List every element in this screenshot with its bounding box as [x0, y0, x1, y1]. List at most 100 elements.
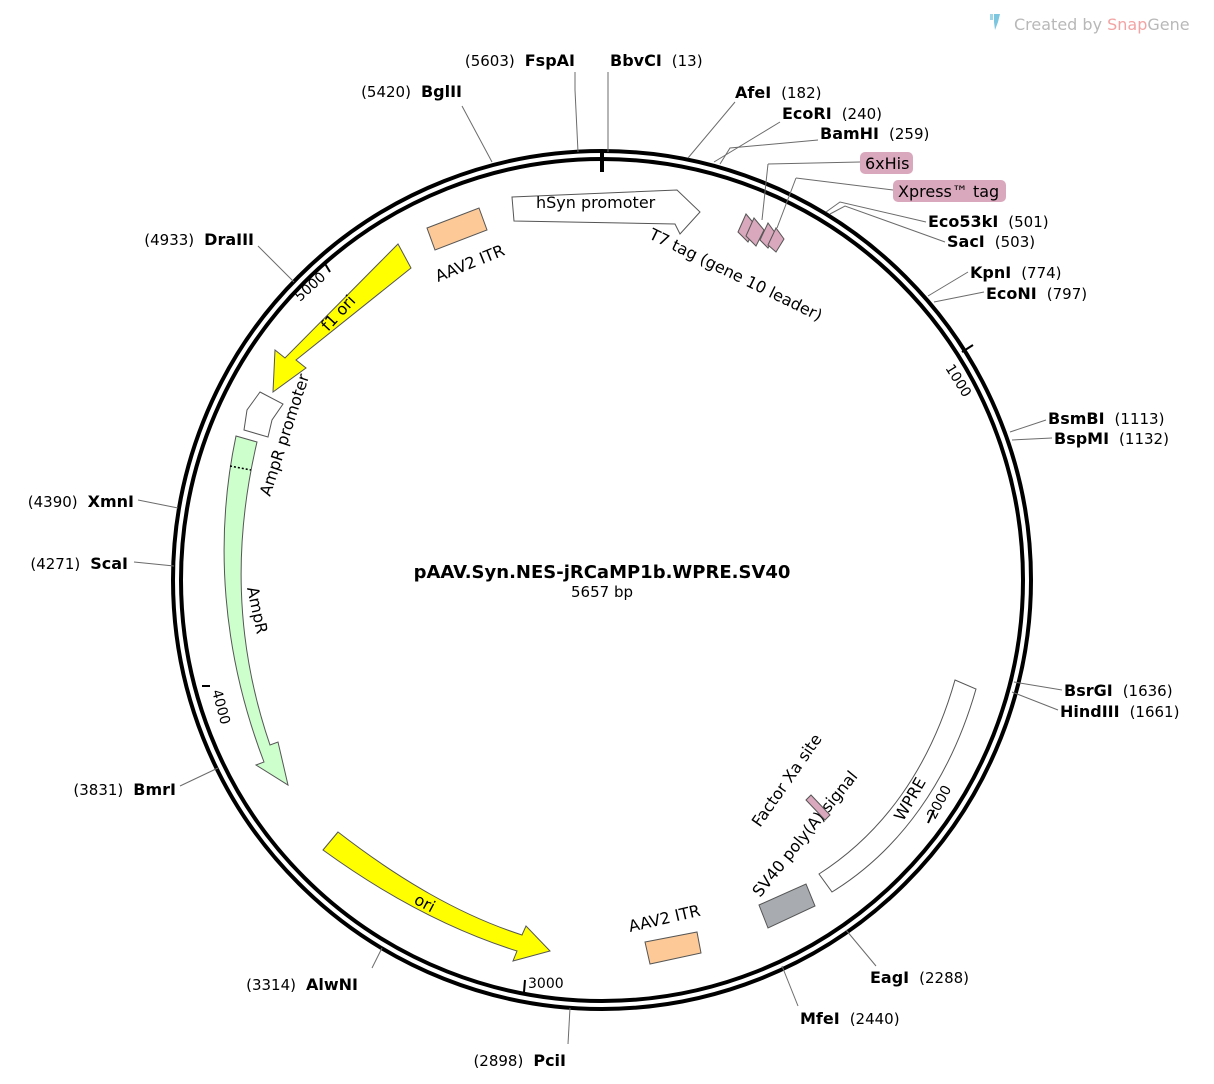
feature-aav2-itr-bottom[interactable]: AAV2 ITR	[627, 901, 703, 965]
svg-text:EcoNI(797): EcoNI (797)	[986, 284, 1087, 303]
site-xmni[interactable]: (4390) XmnI	[28, 492, 179, 511]
site-name: BbvCI	[610, 51, 662, 70]
feature-f1-ori[interactable]: f1 ori	[272, 243, 412, 394]
site-name: SacI	[947, 232, 985, 251]
site-kpni[interactable]: KpnI (774)	[927, 263, 1062, 297]
scale-ticks: 1000 2000 3000 4000 5000	[202, 261, 974, 993]
site-name: Eco53kI	[928, 212, 998, 231]
site-name: BamHI	[820, 124, 879, 143]
feature-hsyn-promoter[interactable]: hSyn promoter	[511, 189, 701, 235]
site-name: AlwNI	[306, 975, 358, 994]
site-name: MfeI	[800, 1009, 840, 1028]
site-econi[interactable]: EcoNI (797)	[933, 284, 1087, 303]
site-name: EagI	[870, 968, 909, 987]
site-bsrgi[interactable]: BsrGI(1636)	[1013, 681, 1173, 700]
svg-text:(4271)ScaI: (4271) ScaI	[30, 554, 128, 573]
site-pos: (4390)	[28, 493, 78, 511]
site-afei[interactable]: AfeI(182)	[687, 83, 822, 159]
svg-text:BsrGI(1636): BsrGI(1636)	[1064, 681, 1173, 700]
site-name: BmrI	[133, 780, 176, 799]
site-pos: (2288)	[919, 969, 969, 987]
svg-text:(5420)BglII: (5420) BglII	[361, 82, 462, 101]
site-pos: (1132)	[1119, 430, 1169, 448]
site-pos: (1636)	[1123, 682, 1173, 700]
tick-label-4000: 4000	[208, 688, 233, 727]
site-name: BspMI	[1054, 429, 1109, 448]
snapgene-watermark: Created by SnapGene	[990, 14, 1190, 34]
site-saci[interactable]: SacI (503)	[829, 205, 1035, 251]
site-pos: (5603)	[465, 52, 515, 70]
site-name: KpnI	[970, 263, 1011, 282]
svg-text:BspMI(1132): BspMI (1132)	[1054, 429, 1169, 448]
site-pos: (501)	[1008, 213, 1048, 231]
site-pos: (5420)	[361, 83, 411, 101]
site-bmri[interactable]: (3831) BmrI	[73, 767, 219, 799]
svg-text:SacI(503): SacI (503)	[947, 232, 1035, 251]
site-name: PciI	[533, 1051, 566, 1070]
site-bspmi[interactable]: BspMI (1132)	[1011, 429, 1169, 448]
site-pos: (2898)	[473, 1052, 523, 1070]
feature-6xhis[interactable]: 6xHis	[759, 152, 913, 249]
svg-text:BsmBI(1113): BsmBI(1113)	[1048, 409, 1164, 428]
feature-aav2-itr-top[interactable]: AAV2 ITR	[426, 207, 507, 286]
brand-prefix: Created by	[1014, 15, 1107, 34]
svg-text:(4933)DraIII: (4933) DraIII	[144, 230, 254, 249]
feature-ori[interactable]: ori	[322, 831, 551, 962]
brand-snap: Snap	[1107, 15, 1147, 34]
feature-ampr-promoter[interactable]: AmpR promoter	[243, 371, 313, 498]
site-bbvci[interactable]: BbvCI(13)	[607, 51, 703, 152]
site-alwni[interactable]: (3314) AlwNI	[246, 947, 383, 994]
svg-text:AfeI(182): AfeI(182)	[735, 83, 822, 102]
site-pos: (1113)	[1115, 410, 1165, 428]
site-draiii[interactable]: (4933) DraIII	[144, 230, 295, 283]
site-pos: (774)	[1021, 264, 1061, 282]
site-pos: (240)	[842, 105, 882, 123]
site-bglii[interactable]: (5420) BglII	[361, 82, 493, 163]
site-name: HindIII	[1060, 702, 1120, 721]
brand-gene: Gene	[1147, 15, 1189, 34]
site-fspai[interactable]: (5603)FspAI	[465, 51, 579, 153]
svg-text:EagI(2288): EagI (2288)	[870, 968, 969, 987]
site-eco53ki[interactable]: Eco53kI (501)	[825, 201, 1049, 231]
svg-text:HindIII(1661): HindIII (1661)	[1060, 702, 1179, 721]
site-hindiii[interactable]: HindIII (1661)	[1011, 691, 1179, 721]
site-pos: (1661)	[1130, 703, 1180, 721]
site-name: XmnI	[88, 492, 134, 511]
site-name: DraIII	[204, 230, 254, 249]
site-name: EcoRI	[782, 104, 832, 123]
site-name: BglII	[421, 82, 462, 101]
ampr-label: AmpR	[243, 585, 272, 636]
site-pos: (259)	[889, 125, 929, 143]
aav2-itr-top-label: AAV2 ITR	[432, 241, 507, 286]
site-scai[interactable]: (4271) ScaI	[30, 554, 175, 573]
site-pos: (4271)	[30, 555, 80, 573]
site-name: AfeI	[735, 83, 771, 102]
site-eagi[interactable]: EagI (2288)	[845, 929, 969, 987]
svg-text:(3314)AlwNI: (3314) AlwNI	[246, 975, 358, 994]
site-name: ScaI	[90, 554, 128, 573]
site-bamhi[interactable]: BamHI (259)	[719, 124, 929, 165]
hsyn-label: hSyn promoter	[536, 193, 656, 212]
site-name: EcoNI	[986, 284, 1037, 303]
site-pos: (503)	[995, 233, 1035, 251]
site-bsmbi[interactable]: BsmBI(1113)	[1009, 409, 1164, 433]
t7-tag-label: T7 tag (gene 10 leader)	[645, 224, 825, 325]
site-pos: (797)	[1047, 285, 1087, 303]
site-pos: (4933)	[144, 231, 194, 249]
svg-text:Created by SnapGene: Created by SnapGene	[1014, 15, 1190, 34]
svg-text:(2898)PciI: (2898) PciI	[473, 1051, 566, 1070]
site-pos: (3314)	[246, 976, 296, 994]
site-pcii[interactable]: (2898) PciI	[473, 1007, 571, 1070]
site-pos: (2440)	[850, 1010, 900, 1028]
site-mfei[interactable]: MfeI (2440)	[781, 965, 900, 1028]
site-pos: (3831)	[73, 781, 123, 799]
feature-t7-tag[interactable]: T7 tag (gene 10 leader)	[645, 213, 825, 325]
feature-xpress-tag[interactable]: Xpress™ tag	[767, 177, 1006, 253]
plasmid-name: pAAV.Syn.NES-jRCaMP1b.WPRE.SV40	[414, 562, 791, 583]
svg-text:BamHI(259): BamHI (259)	[820, 124, 929, 143]
svg-text:Eco53kI(501): Eco53kI (501)	[928, 212, 1049, 231]
tick-label-1000: 1000	[942, 362, 974, 401]
feature-sv40-polya[interactable]: SV40 poly(A) signal	[748, 767, 861, 929]
svg-text:KpnI(774): KpnI (774)	[970, 263, 1062, 282]
